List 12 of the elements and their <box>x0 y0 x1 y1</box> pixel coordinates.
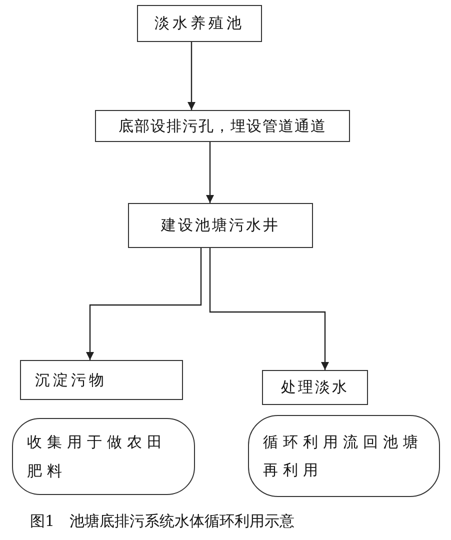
process-box: 沉淀污物 <box>20 360 183 400</box>
caption: 图1 池塘底排污系统水体循环利用示意 <box>30 512 295 531</box>
process-box: 底部设排污孔，埋设管道通道 <box>95 110 350 142</box>
arrow <box>188 42 196 110</box>
rounded-box: 循环利用流回池塘再利用 <box>248 415 440 497</box>
process-box: 淡水养殖池 <box>137 5 262 42</box>
arrow <box>206 142 214 203</box>
process-box: 建设池塘污水井 <box>128 203 313 248</box>
process-box: 处理淡水 <box>262 370 368 405</box>
arrow <box>209 248 329 370</box>
rounded-box: 收集用于做农田肥料 <box>12 418 195 495</box>
arrow <box>86 248 202 360</box>
